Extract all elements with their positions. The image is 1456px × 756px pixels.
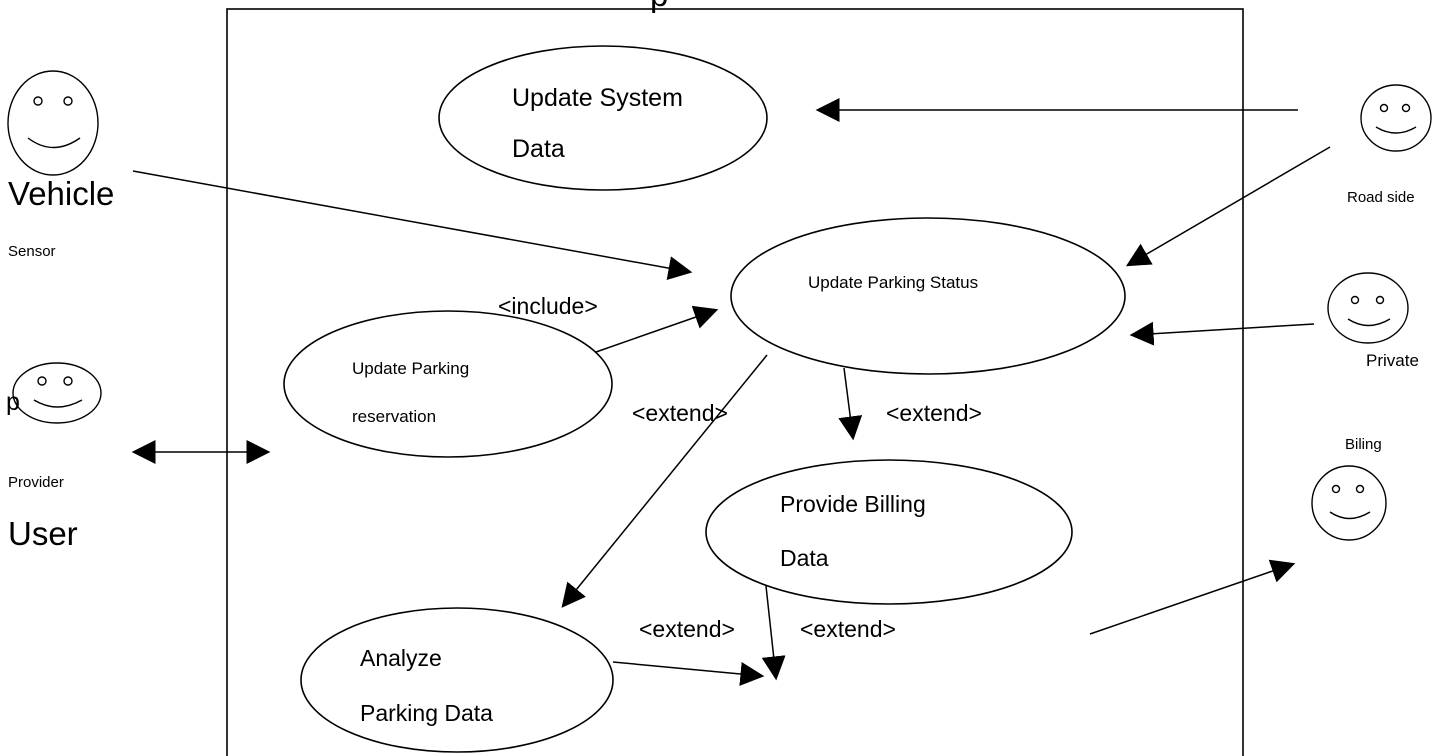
- actor-label-biling: Biling: [1345, 436, 1382, 453]
- actor-label-road-side: Road side: [1347, 189, 1415, 206]
- actor-private-face: [1327, 272, 1409, 344]
- svg-text:Update Parking Status: Update Parking Status: [808, 273, 978, 292]
- arrow-to-billing-actor: [1089, 559, 1296, 635]
- actor-label-p-fragment: p: [6, 388, 20, 416]
- actor-vehicle-sensor-face: [7, 70, 99, 176]
- svg-text:Data: Data: [780, 545, 829, 571]
- use-case-update-system-data: Update System Data: [438, 45, 768, 191]
- arrow-road-side-to-update-parking-status: [1125, 146, 1331, 267]
- use-case-analyze-parking-data: Analyze Parking Data: [300, 607, 614, 753]
- svg-text:Data: Data: [512, 135, 565, 163]
- actor-label-sensor: Sensor: [8, 243, 56, 260]
- actor-label-private: Private: [1366, 351, 1419, 370]
- arrow-include-reservation-to-status: [595, 305, 719, 353]
- actor-label-provider: Provider: [8, 474, 64, 491]
- actor-billing-face: [1311, 465, 1387, 541]
- use-case-update-parking-reservation: Update Parking reservation: [283, 310, 613, 458]
- use-case-provide-billing-data: Provide Billing Data: [705, 459, 1073, 605]
- relationship-label-extend-1: <extend>: [632, 400, 728, 426]
- svg-text:Parking Data: Parking Data: [360, 700, 493, 726]
- svg-text:reservation: reservation: [352, 407, 436, 426]
- arrow-extend-analyze-right: [612, 661, 765, 686]
- svg-text:Update System: Update System: [512, 84, 683, 112]
- relationship-label-extend-3: <extend>: [639, 616, 735, 642]
- arrow-extend-billing-down: [761, 585, 786, 681]
- system-title-fragment: p: [650, 0, 668, 13]
- arrow-vehicle-to-update-parking-status: [132, 170, 693, 280]
- use-case-update-parking-status: Update Parking Status: [730, 217, 1126, 375]
- arrow-extend-status-to-billing: [838, 367, 863, 441]
- relationship-label-extend-2: <extend>: [886, 400, 982, 426]
- arrow-extend-status-to-analyze: [561, 354, 768, 608]
- svg-text:Analyze: Analyze: [360, 645, 442, 671]
- actor-provider-user-face: [12, 362, 102, 424]
- relationship-label-include: <include>: [498, 293, 598, 319]
- arrow-private-to-update-parking-status: [1129, 321, 1315, 346]
- svg-text:Provide Billing: Provide Billing: [780, 491, 926, 517]
- svg-text:Update Parking: Update Parking: [352, 359, 469, 378]
- actor-label-user: User: [8, 515, 78, 552]
- actor-label-vehicle: Vehicle: [8, 175, 114, 212]
- actor-road-side-face: [1360, 84, 1432, 152]
- relationship-label-extend-4: <extend>: [800, 616, 896, 642]
